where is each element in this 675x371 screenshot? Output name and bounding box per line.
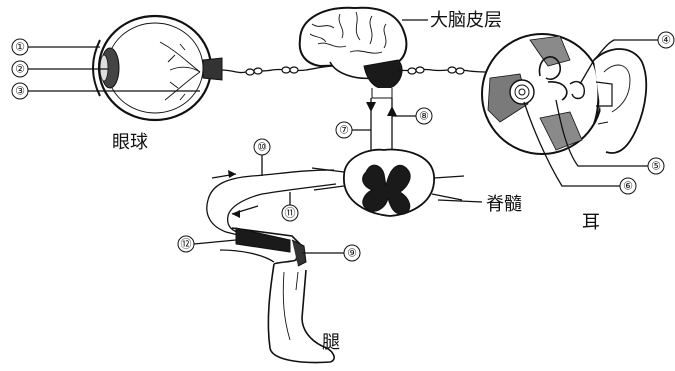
outer-ear xyxy=(594,49,646,153)
marker-8-text: ⑧ xyxy=(419,110,429,123)
leg-label: 腿 xyxy=(322,332,340,353)
ascending-arrow xyxy=(366,102,376,112)
sensory-nerve xyxy=(207,170,334,236)
optic-nerve-pathway xyxy=(222,66,334,73)
leg-illustration xyxy=(220,228,334,362)
brain-illustration xyxy=(300,8,407,98)
ear-illustration xyxy=(482,34,602,154)
ear-label: 耳 xyxy=(582,212,600,233)
marker-4-text: ④ xyxy=(661,34,671,47)
marker-1-text: ① xyxy=(15,41,25,54)
motor-nerve xyxy=(228,184,336,234)
spinal-cord-leader-line xyxy=(438,200,482,202)
spinal-cord-label: 脊髓 xyxy=(486,194,522,215)
eyeball-label: 眼球 xyxy=(112,132,148,153)
marker-3-text: ③ xyxy=(15,85,25,98)
synapse-markers-left xyxy=(246,67,298,75)
spinal-cord-illustration xyxy=(312,150,464,216)
marker-11-text: ⑪ xyxy=(285,207,296,220)
cortex-label: 大脑皮层 xyxy=(430,10,502,31)
eyeball-illustration xyxy=(93,16,222,120)
marker-10-text: ⑩ xyxy=(257,141,267,154)
marker-12-text: ⑫ xyxy=(181,238,192,251)
marker-6-text: ⑥ xyxy=(623,180,633,193)
marker-9-text: ⑨ xyxy=(347,247,357,260)
marker-5-text: ⑤ xyxy=(651,160,661,173)
marker-7-text: ⑦ xyxy=(339,124,349,137)
marker-12-leader xyxy=(194,240,236,244)
descending-arrow xyxy=(387,106,397,116)
marker-2-text: ② xyxy=(15,63,25,76)
